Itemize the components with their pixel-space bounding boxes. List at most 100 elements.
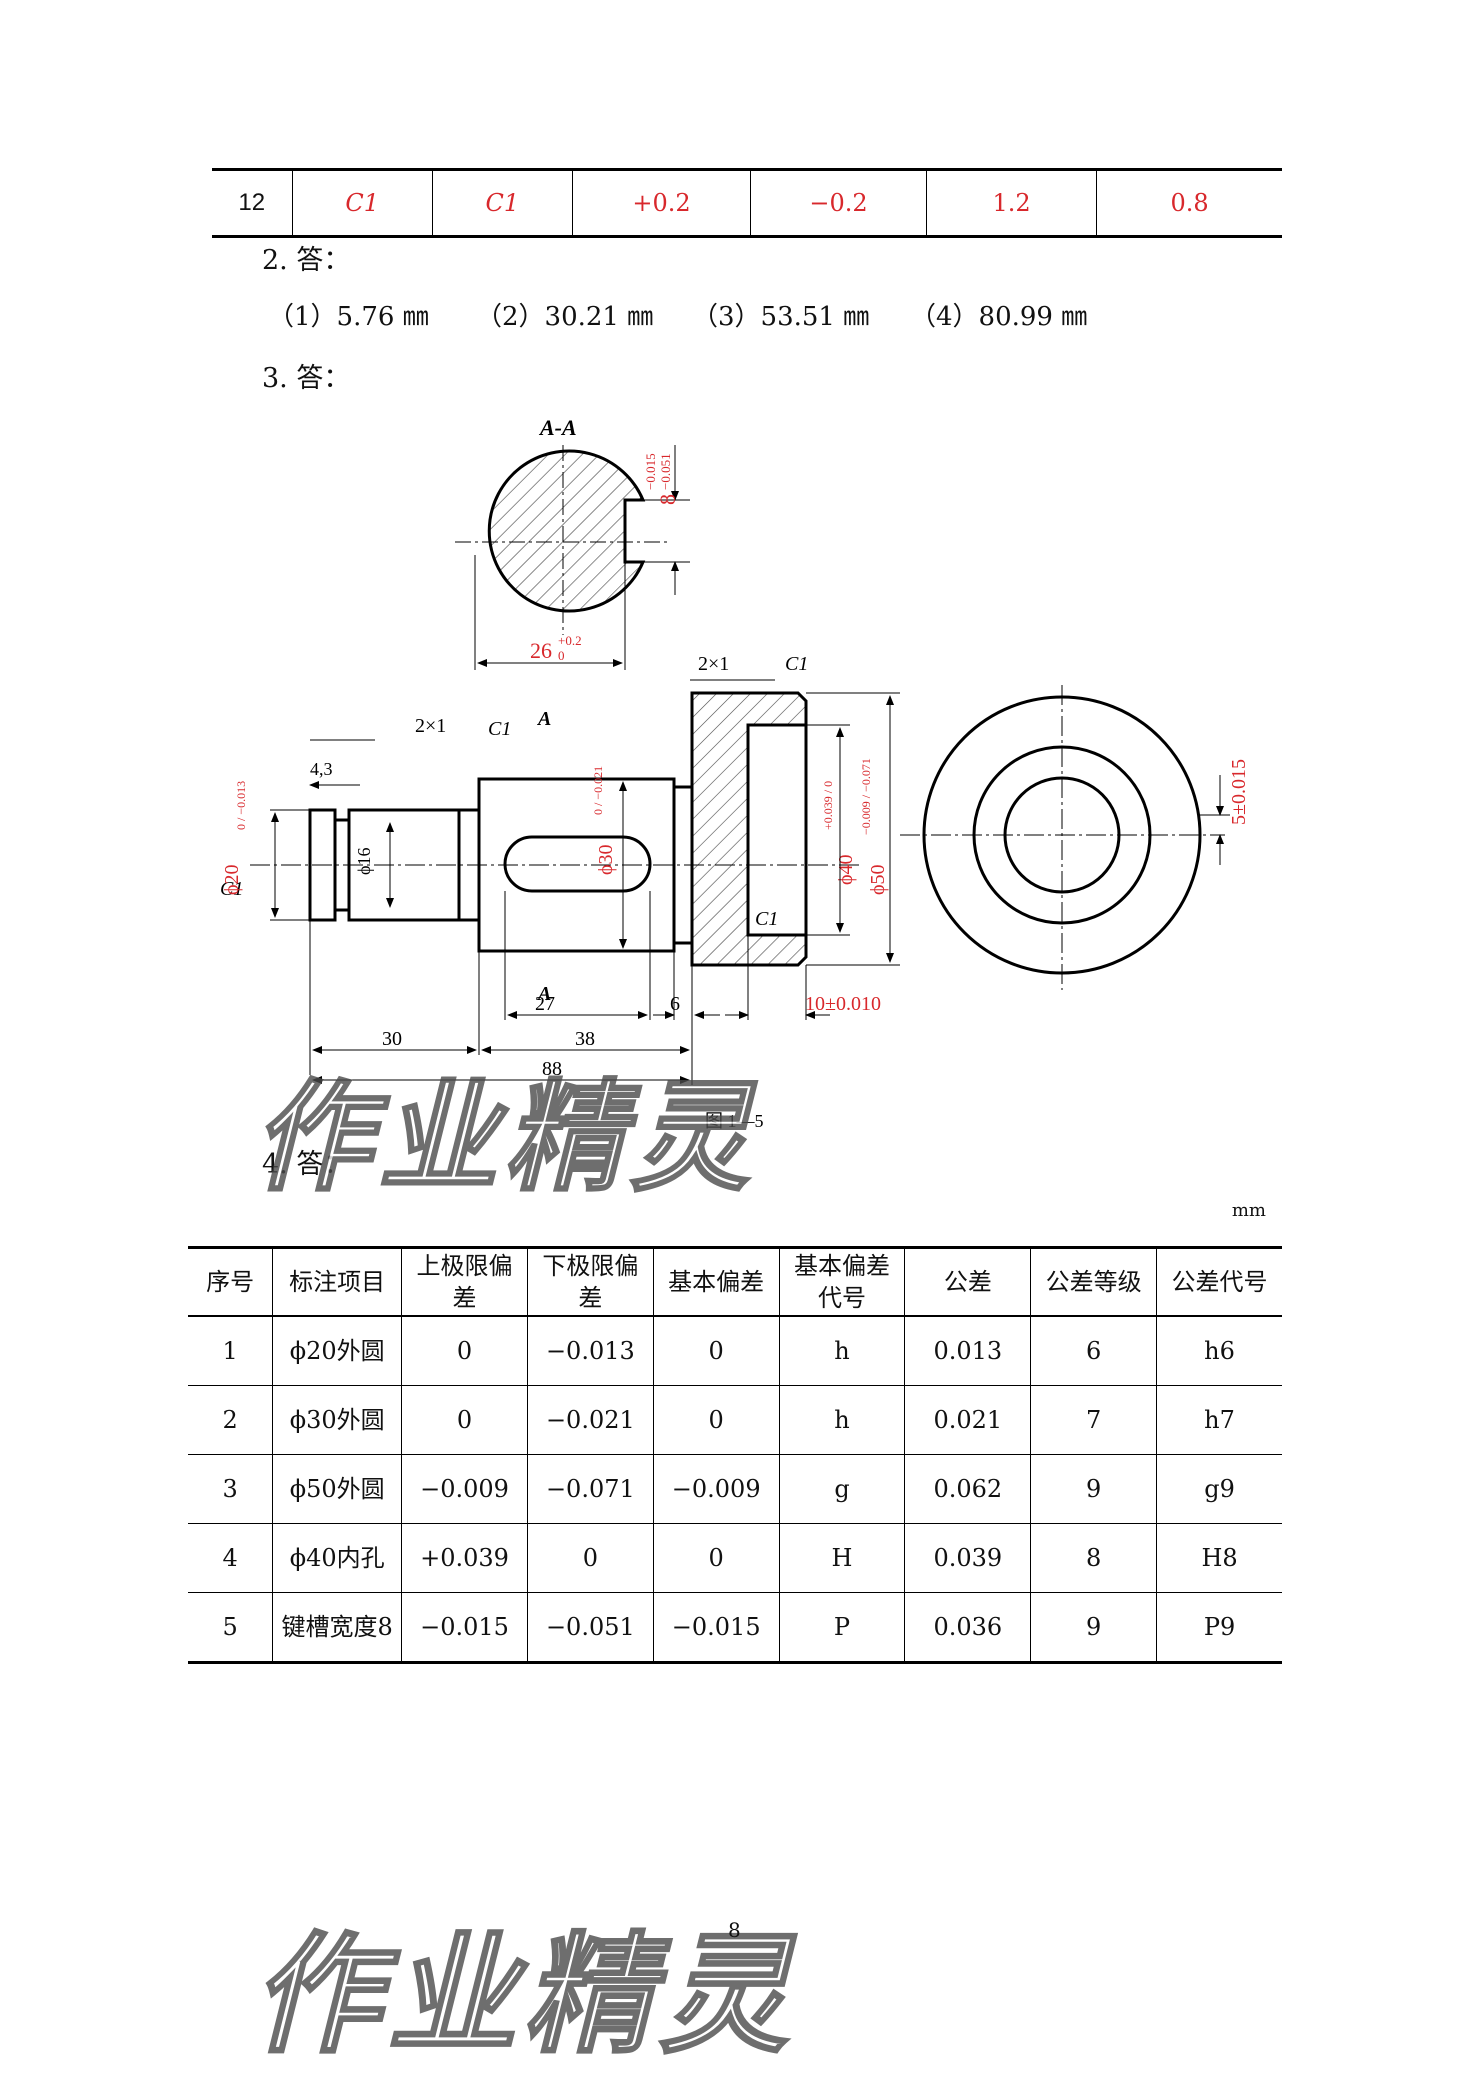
header-lower-dev: 下极限偏差 — [527, 1247, 654, 1317]
cell: −0.015 — [653, 1592, 780, 1663]
dim-phi40: ϕ40 — [835, 854, 857, 885]
cell: ϕ20外圆 — [272, 1316, 403, 1386]
cell: −0.015 — [401, 1592, 528, 1663]
header-basic-dev-code: 基本偏差代号 — [779, 1247, 906, 1317]
dim-6: 6 — [670, 993, 680, 1015]
dim-phi16: ϕ16 — [354, 848, 374, 875]
cell: 0 — [401, 1385, 528, 1455]
dim-4-3: 4,3 — [310, 759, 333, 779]
cell: H — [779, 1523, 906, 1593]
q2-answer-4: （4）80.99 ㎜ — [910, 302, 1088, 332]
table-row: 2 ϕ30外圆 0 −0.021 0 h 0.021 7 h7 — [188, 1385, 1282, 1455]
cell: 0 — [653, 1316, 780, 1386]
cell: 6 — [1030, 1316, 1158, 1386]
cell: ϕ50外圆 — [272, 1454, 403, 1524]
dim-phi40-tol: +0.039 / 0 — [821, 781, 835, 830]
key-width-tol-upper: −0.015 — [643, 453, 658, 490]
dim-phi50-tol: −0.009 / −0.071 — [859, 758, 873, 835]
table-row: 3 ϕ50外圆 −0.009 −0.071 −0.009 g 0.062 9 g… — [188, 1454, 1282, 1524]
header-tolerance: 公差 — [904, 1247, 1032, 1317]
q2-answer-2: （2）30.21 ㎜ — [476, 302, 654, 332]
unit-label: mm — [1231, 1200, 1266, 1221]
groove-left-label: 2×1 — [415, 715, 446, 737]
dim-88: 88 — [542, 1058, 562, 1080]
dim-phi20: ϕ20 — [221, 864, 243, 895]
answer-table-row-12: 12 C1 C1 +0.2 −0.2 1.2 0.8 — [212, 168, 1282, 238]
technical-drawing: A-A 8 −0.015 −0.051 26 +0.2 0 — [200, 395, 1270, 1155]
page-number: 8 — [728, 1918, 741, 1942]
dim-phi20-tol: 0 / −0.013 — [234, 781, 248, 830]
groove-right-label: 2×1 — [698, 653, 729, 675]
watermark-logo: 作业精灵 — [242, 1918, 826, 2073]
cell: 0.021 — [904, 1385, 1032, 1455]
dim-27: 27 — [535, 993, 555, 1015]
cell-minus: −0.2 — [751, 171, 927, 235]
dim-5: 5±0.015 — [1228, 759, 1250, 825]
cell-0-8: 0.8 — [1170, 189, 1209, 217]
table-row: 1 ϕ20外圆 0 −0.013 0 h 0.013 6 h6 — [188, 1316, 1282, 1386]
depth-tol-upper: +0.2 — [558, 633, 582, 648]
cell: P — [779, 1592, 906, 1663]
shaft-side-view — [900, 685, 1230, 990]
section-label: A-A — [538, 415, 577, 440]
dim-30: 30 — [382, 1028, 402, 1050]
cell: 3 — [188, 1454, 274, 1524]
cut-mark-bottom: A — [536, 983, 551, 1005]
cell: ϕ40内孔 — [272, 1523, 403, 1593]
cell: 键槽宽度8 — [272, 1592, 403, 1663]
cell: 0 — [401, 1316, 528, 1386]
q2-answer-1: （1）5.76 ㎜ — [268, 302, 429, 332]
cell: 0.039 — [904, 1523, 1032, 1593]
table-row: 4 ϕ40内孔 +0.039 0 0 H 0.039 8 H8 — [188, 1523, 1282, 1593]
q2-title: 2. 答： — [262, 245, 351, 276]
header-grade: 公差等级 — [1030, 1247, 1158, 1317]
chamfer-label-1: C1 — [488, 718, 511, 740]
cell: g — [779, 1454, 906, 1524]
cell: 4 — [188, 1523, 274, 1593]
table-row: 5 键槽宽度8 −0.015 −0.051 −0.015 P 0.036 9 P… — [188, 1592, 1282, 1663]
cell: 2 — [188, 1385, 274, 1455]
cell: −0.009 — [401, 1454, 528, 1524]
cell: H8 — [1156, 1523, 1282, 1593]
cut-mark-top: A — [536, 708, 551, 730]
shaft-front-view — [250, 691, 860, 967]
dim-10: 10±0.010 — [805, 993, 881, 1015]
cell: 8 — [1030, 1523, 1158, 1593]
cell: +0.039 — [401, 1523, 528, 1593]
cell: 0.036 — [904, 1592, 1032, 1663]
cell: −0.013 — [527, 1316, 654, 1386]
header-basic-dev: 基本偏差 — [653, 1247, 780, 1317]
tolerance-table: 序号 标注项目 上极限偏差 下极限偏差 基本偏差 基本偏差代号 公差 公差等级 … — [188, 1246, 1282, 1664]
cell: 0 — [653, 1385, 780, 1455]
cell: h7 — [1156, 1385, 1282, 1455]
cell: 0.062 — [904, 1454, 1032, 1524]
q4-title: 4. 答： — [262, 1149, 351, 1180]
dim-phi50: ϕ50 — [867, 864, 889, 895]
section-a-a — [455, 445, 690, 670]
cell: 1 — [188, 1316, 274, 1386]
cell: 0 — [527, 1523, 654, 1593]
q3-title: 3. 答： — [262, 363, 351, 394]
figure-caption: 图 1—5 — [705, 1111, 764, 1131]
key-width-label: 8 — [655, 494, 680, 505]
cell-plus: +0.2 — [573, 171, 751, 235]
cell: h — [779, 1385, 906, 1455]
cell: −0.021 — [527, 1385, 654, 1455]
header-index: 序号 — [188, 1247, 274, 1317]
cell-1-2: 1.2 — [927, 171, 1098, 235]
cell: −0.051 — [527, 1592, 654, 1663]
header-code: 公差代号 — [1156, 1247, 1282, 1317]
dim-phi30-tol: 0 / −0.021 — [591, 766, 605, 815]
chamfer-label-2: C1 — [785, 653, 808, 675]
cell: ϕ30外圆 — [272, 1385, 403, 1455]
cell: 7 — [1030, 1385, 1158, 1455]
cell: 9 — [1030, 1454, 1158, 1524]
cell: 9 — [1030, 1592, 1158, 1663]
cell: −0.071 — [527, 1454, 654, 1524]
header-upper-dev: 上极限偏差 — [401, 1247, 528, 1317]
chamfer-label-4: C1 — [220, 878, 243, 900]
cell: h — [779, 1316, 906, 1386]
row-index: 12 — [212, 171, 293, 235]
chamfer-label-3: C1 — [755, 908, 778, 930]
header-item: 标注项目 — [272, 1247, 403, 1317]
